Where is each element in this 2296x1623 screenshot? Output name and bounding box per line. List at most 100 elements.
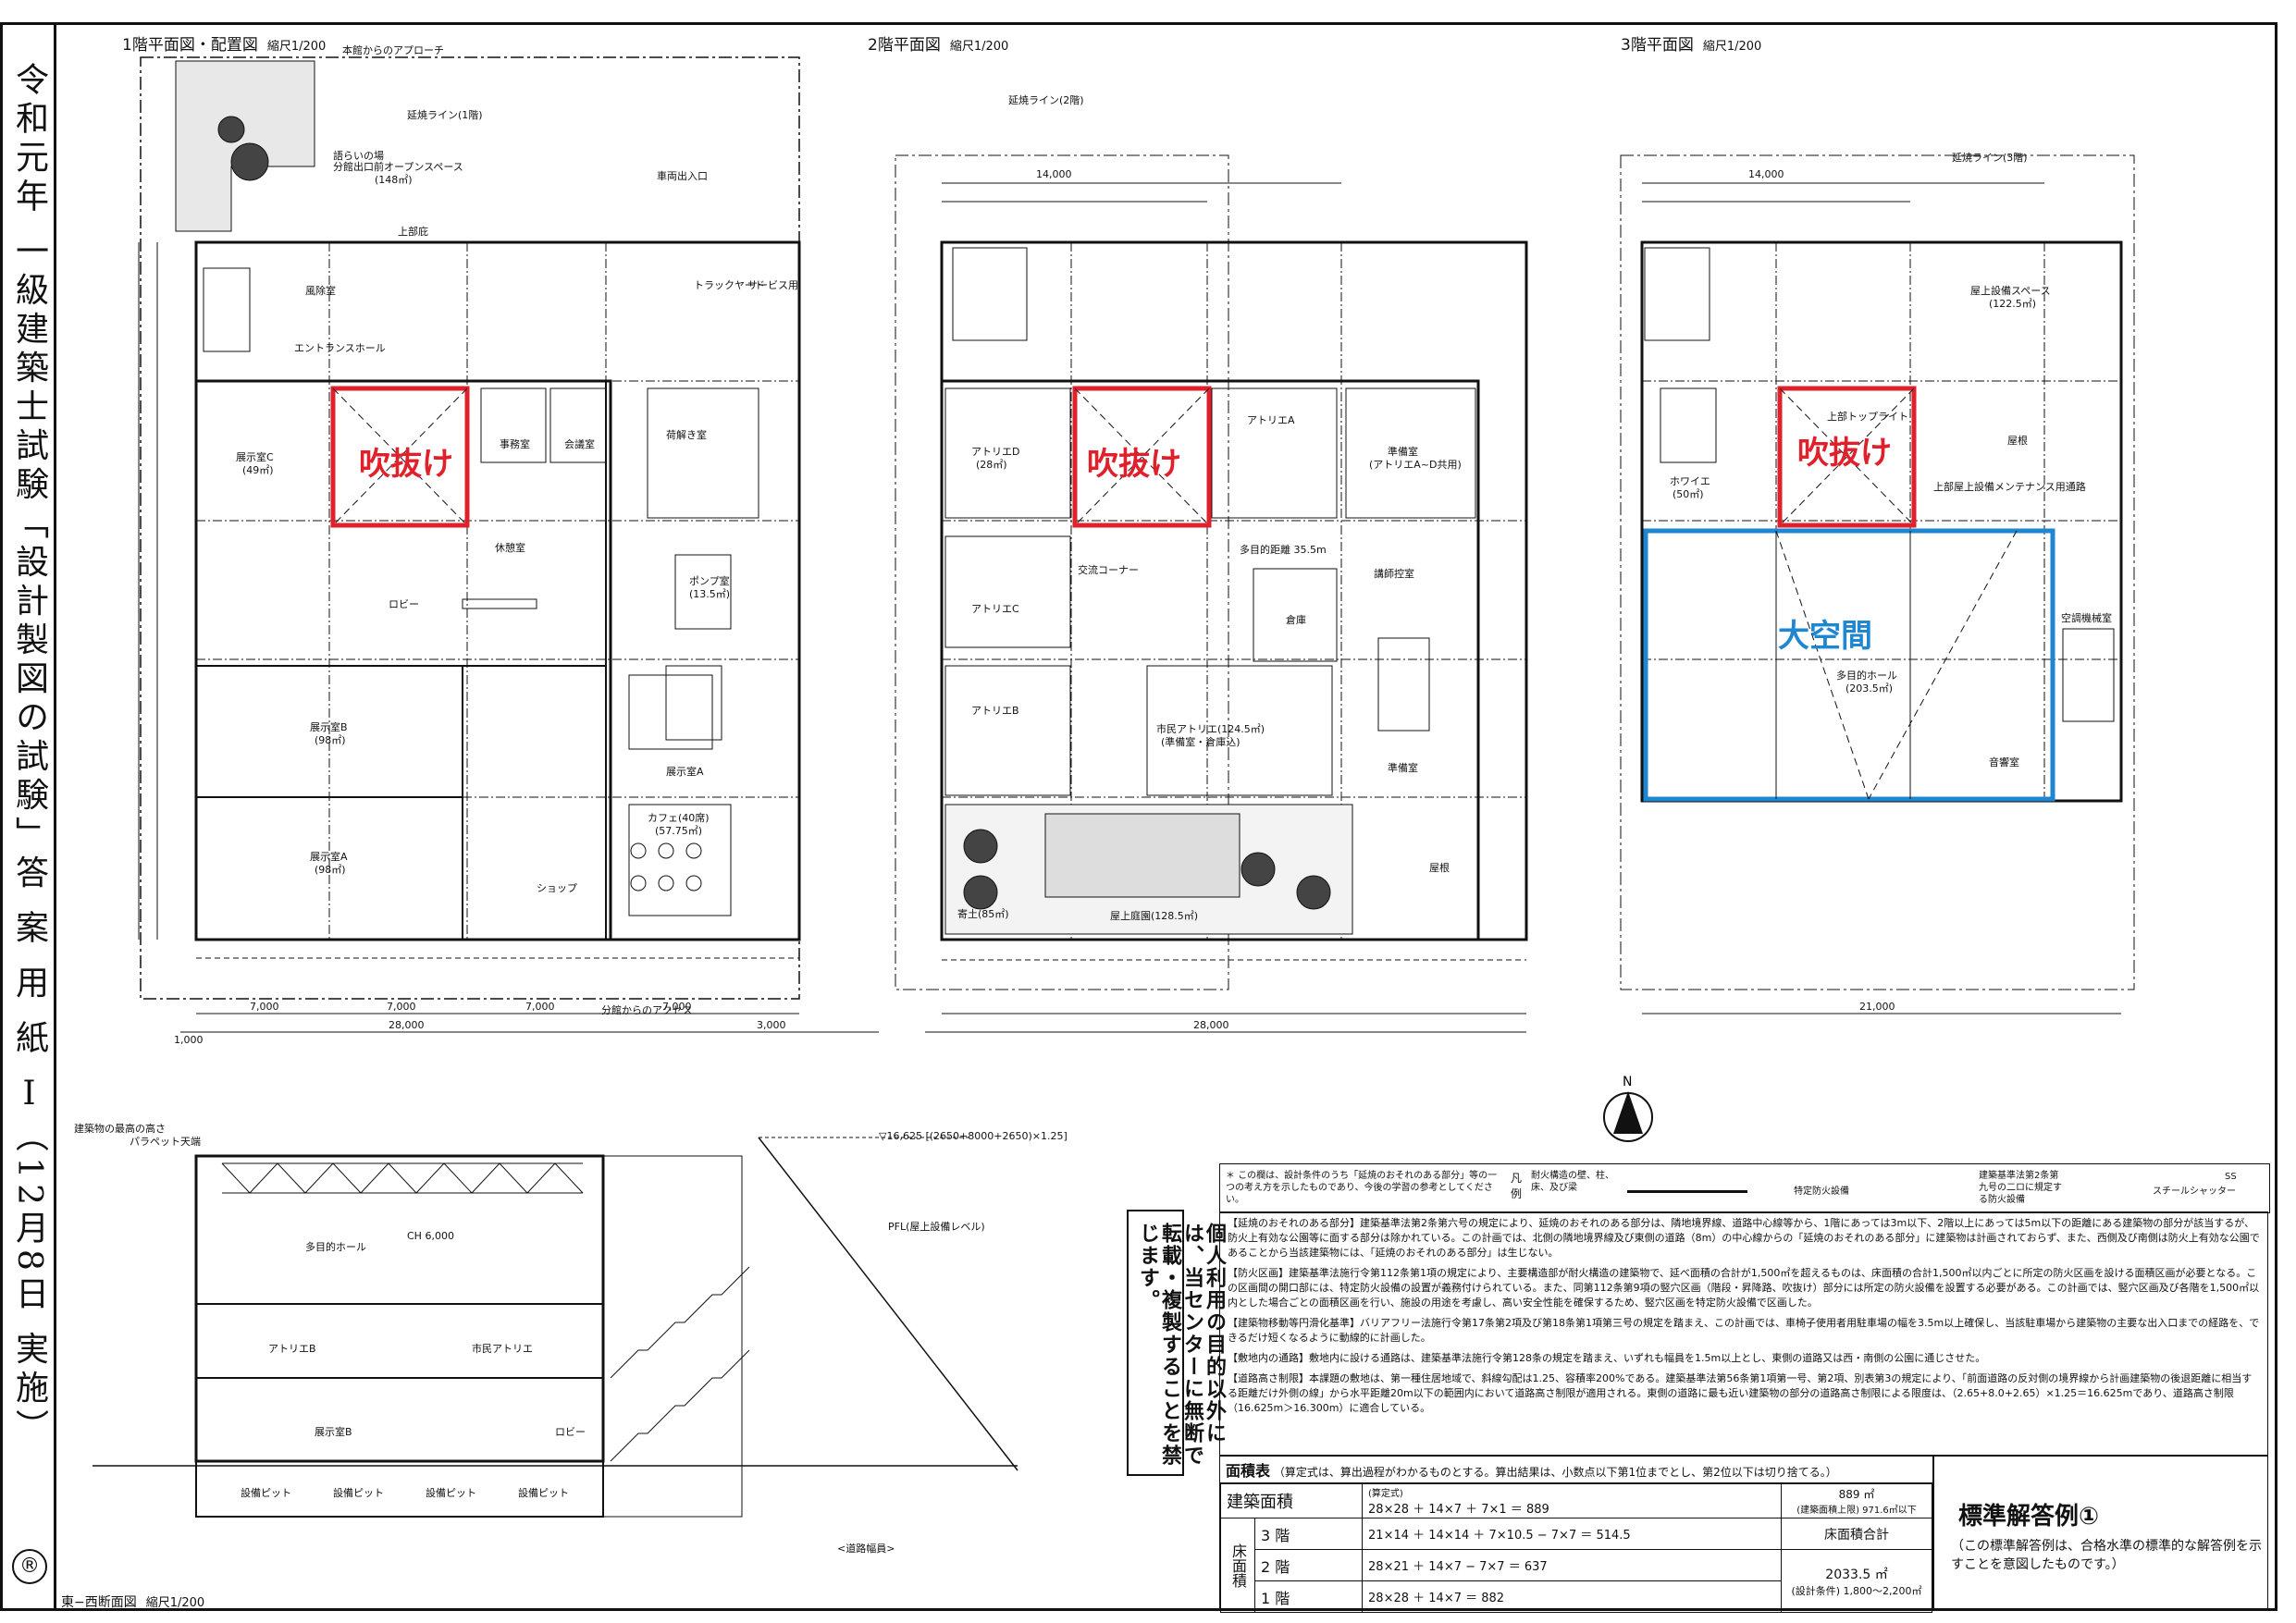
open-space-label: 語らいの場 <box>333 150 384 162</box>
building-area-label: 建築面積 <box>1219 1483 1364 1518</box>
gallery-c-label: 展示室C <box>236 451 274 463</box>
legend-item-ss: SS <box>2225 1172 2237 1182</box>
f3-dim-total: 21,000 <box>1859 1001 1895 1013</box>
atelier-d-label: アトリエD <box>971 446 1020 458</box>
copyright-notice: 個人利用の目的以外には、当センターに無断で転載・複製することを禁じます。 <box>1127 1210 1226 1476</box>
maintenance-path-label: 上部屋上設備メンテナンス用通路 <box>1933 481 2086 493</box>
rooftop-equipment-area: (122.5㎡) <box>1989 298 2037 310</box>
gallery-c-area: (49㎡) <box>242 464 274 476</box>
entrance-hall-label: エントランスホール <box>294 342 386 354</box>
legend-item-fire-equipment: 建築基準法第2条第九号の二ロに規定する防火設備 <box>1979 1171 2062 1205</box>
legend-box: ＊ この欄は、設計条件のうち「延焼のおそれのある部分」等の一つの考え方を示したも… <box>1219 1163 2270 1213</box>
truck-yard-label: トラックヤード <box>694 279 765 291</box>
floor3-void-label: 吹抜け <box>1797 435 1892 472</box>
kitchen-label: 展示室A <box>666 766 704 778</box>
pit-3: 設備ピット <box>426 1487 476 1499</box>
gallery-b-area: (98㎡) <box>315 734 346 746</box>
section-hall-label: 多目的ホール <box>305 1241 366 1253</box>
pit-4: 設備ピット <box>518 1487 569 1499</box>
total-area-condition: (設計条件) 1,800～2,200㎡ <box>1791 1584 1922 1597</box>
gallery-a-label: 展示室A <box>310 851 348 863</box>
section-citizen-atelier: 市民アトリエ <box>472 1343 533 1355</box>
area-table: 面積表 （算定式は、算出過程がわかるものとする。算出結果は、小数点以下第1位まで… <box>1219 1456 1933 1613</box>
rooftop-equipment-label: 屋上設備スペース <box>1970 285 2051 297</box>
floor2-area-label: 2 階 <box>1253 1549 1364 1581</box>
standard-answer-title: 標準解答例① <box>1958 1503 2100 1531</box>
foyer-label: ホワイエ <box>1670 475 1710 487</box>
approach-label: 本館からのアプローチ <box>342 44 444 56</box>
floor1-area-formula: 28×28 ＋ 14×7 ＝ 882 <box>1362 1580 1782 1613</box>
floor2-area-formula: 28×21 ＋ 14×7 − 7×7 ＝ 637 <box>1362 1549 1782 1581</box>
legend-item-fire-door: 特定防火設備 <box>1794 1187 1849 1197</box>
pump-room-area: (13.5㎡) <box>689 588 731 600</box>
floor1-title: 1階平面図・配置図縮尺1/200 <box>122 36 327 55</box>
lounge-label: 休憩室 <box>495 542 525 554</box>
cafe-label: カフェ(40席) <box>648 812 710 824</box>
atelier-a-label: アトリエA <box>1247 414 1295 426</box>
f2-dim-total: 28,000 <box>1193 1019 1229 1031</box>
floor2-title: 2階平面図縮尺1/200 <box>868 36 1009 55</box>
shop-label: ショップ <box>537 882 577 894</box>
total-area-label: 床面積合計 <box>1781 1518 1932 1550</box>
service-label: サービス用 <box>747 279 798 291</box>
sound-room-label: 音響室 <box>1989 756 2019 768</box>
f1-dim-2: 7,000 <box>387 1001 416 1013</box>
floor1-void-label: 吹抜け <box>359 446 453 483</box>
exchange-corner-label: 交流コーナー <box>1078 564 1139 576</box>
roof-garden-label: 屋上庭園(128.5㎡) <box>1110 910 1199 922</box>
meeting-room-label: 会議室 <box>564 438 595 450</box>
fire-line-label-f1: 延焼ライン(1階) <box>407 109 483 121</box>
prep-room-2-label: 準備室 <box>1388 762 1418 774</box>
note-site-passage: 【敷地内の通路】敷地内に設ける通路は、建築基準法施行令第128条の規定を踏まえ、… <box>1228 1352 1986 1364</box>
walk-distance-label-f2: 多目的距離 35.5m <box>1240 544 1327 556</box>
fire-line-label-f3: 延焼ライン(3階) <box>1952 152 2028 164</box>
citizen-atelier-label: 市民アトリエ(124.5㎡) <box>1156 723 1265 735</box>
note-road-height: 【道路高さ制限】本課題の敷地は、第一種住居地域で、斜線勾配は1.25、容積率20… <box>1228 1372 2253 1414</box>
floor3-area-label: 3 階 <box>1253 1518 1364 1550</box>
unpacking-room-label: 荷解き室 <box>666 429 707 441</box>
lecturer-room-label: 講師控室 <box>1374 568 1414 580</box>
area-table-header: 面積表 <box>1226 1462 1271 1480</box>
open-space-sub-label: 分館出口前オープンスペース <box>333 161 463 173</box>
hvac-room-label: 空調機械室 <box>2061 612 2112 624</box>
building-area-limit: (建築面積上限) 971.6㎡以下 <box>1796 1506 1917 1516</box>
prep-room-label: 準備室 <box>1388 446 1418 458</box>
floor2-void-label: 吹抜け <box>1087 446 1181 483</box>
office-label: 事務室 <box>500 438 530 450</box>
atelier-c-label: アトリエC <box>971 603 1019 615</box>
max-height-label: 建築物の最高の高さ <box>74 1123 166 1135</box>
pit-2: 設備ピット <box>333 1487 384 1499</box>
roof-label-f3: 屋根 <box>2007 435 2028 447</box>
floor3-area-formula: 21×14 ＋ 14×14 ＋ 7×10.5 − 7×7 ＝ 514.5 <box>1362 1518 1782 1550</box>
gallery-b-label: 展示室B <box>310 721 348 733</box>
pfl-label: PFL(屋上設備レベル) <box>888 1221 985 1233</box>
road-height-formula: ▽16,625 [(2650+8000+2650)×1.25] <box>879 1130 1068 1142</box>
f1-dim-3: 7,000 <box>525 1001 555 1013</box>
section-title: 東−西断面図縮尺1/200 <box>61 1595 205 1610</box>
building-area-formula: 28×28 ＋ 14×7 ＋ 7×1 ＝ 889 <box>1368 1503 1549 1517</box>
vehicle-entrance-label: 車両出入口 <box>657 170 708 182</box>
f3-dim-top: 14,000 <box>1748 168 1784 180</box>
f1-dim-edge: 1,000 <box>174 1034 204 1046</box>
north-arrow-icon: N <box>1603 1075 1653 1142</box>
top-light-label: 上部トップライト <box>1827 411 1908 423</box>
multipurpose-hall-area: (203.5㎡) <box>1845 682 1894 695</box>
note-fire-compartment: 【防火区画】建築基準法施行令第112条第1項の規定により、主要構造部が耐火構造の… <box>1228 1267 2260 1309</box>
legend-item-wall: 耐火構造の壁、柱、床、及び梁 <box>1531 1171 1614 1193</box>
note-barrier-free: 【建築物移動等円滑化基準】バリアフリー法施行令第17条第2項及び第18条第1項第… <box>1228 1317 2260 1344</box>
storage-label-f2: 倉庫 <box>1286 614 1306 626</box>
windbreak-label: 風除室 <box>305 285 336 297</box>
area-table-note: （算定式は、算出過程がわかるものとする。算出結果は、小数点以下第1位までとし、第… <box>1273 1466 1837 1479</box>
f1-dim-total: 28,000 <box>389 1019 425 1031</box>
building-area-value: 889 ㎡ <box>1838 1488 1875 1501</box>
note-fire-spread: 【延焼のおそれのある部分】建築基準法第2条第六号の規定により、延焼のおそれのある… <box>1228 1217 2260 1259</box>
soil-label: 寄土(85㎡) <box>957 908 1009 920</box>
lobby-label: ロビー <box>389 598 419 610</box>
section-gallery-b: 展示室B <box>315 1426 352 1438</box>
foyer-area: (50㎡) <box>1673 488 1704 500</box>
total-area-value: 2033.5 ㎡ <box>1825 1567 1888 1582</box>
floor3-title: 3階平面図縮尺1/200 <box>1621 36 1762 55</box>
notes-box: 【延焼のおそれのある部分】建築基準法第2条第六号の規定により、延焼のおそれのある… <box>1219 1211 2268 1456</box>
citizen-atelier-sub: (準備室・倉庫込) <box>1161 736 1241 748</box>
